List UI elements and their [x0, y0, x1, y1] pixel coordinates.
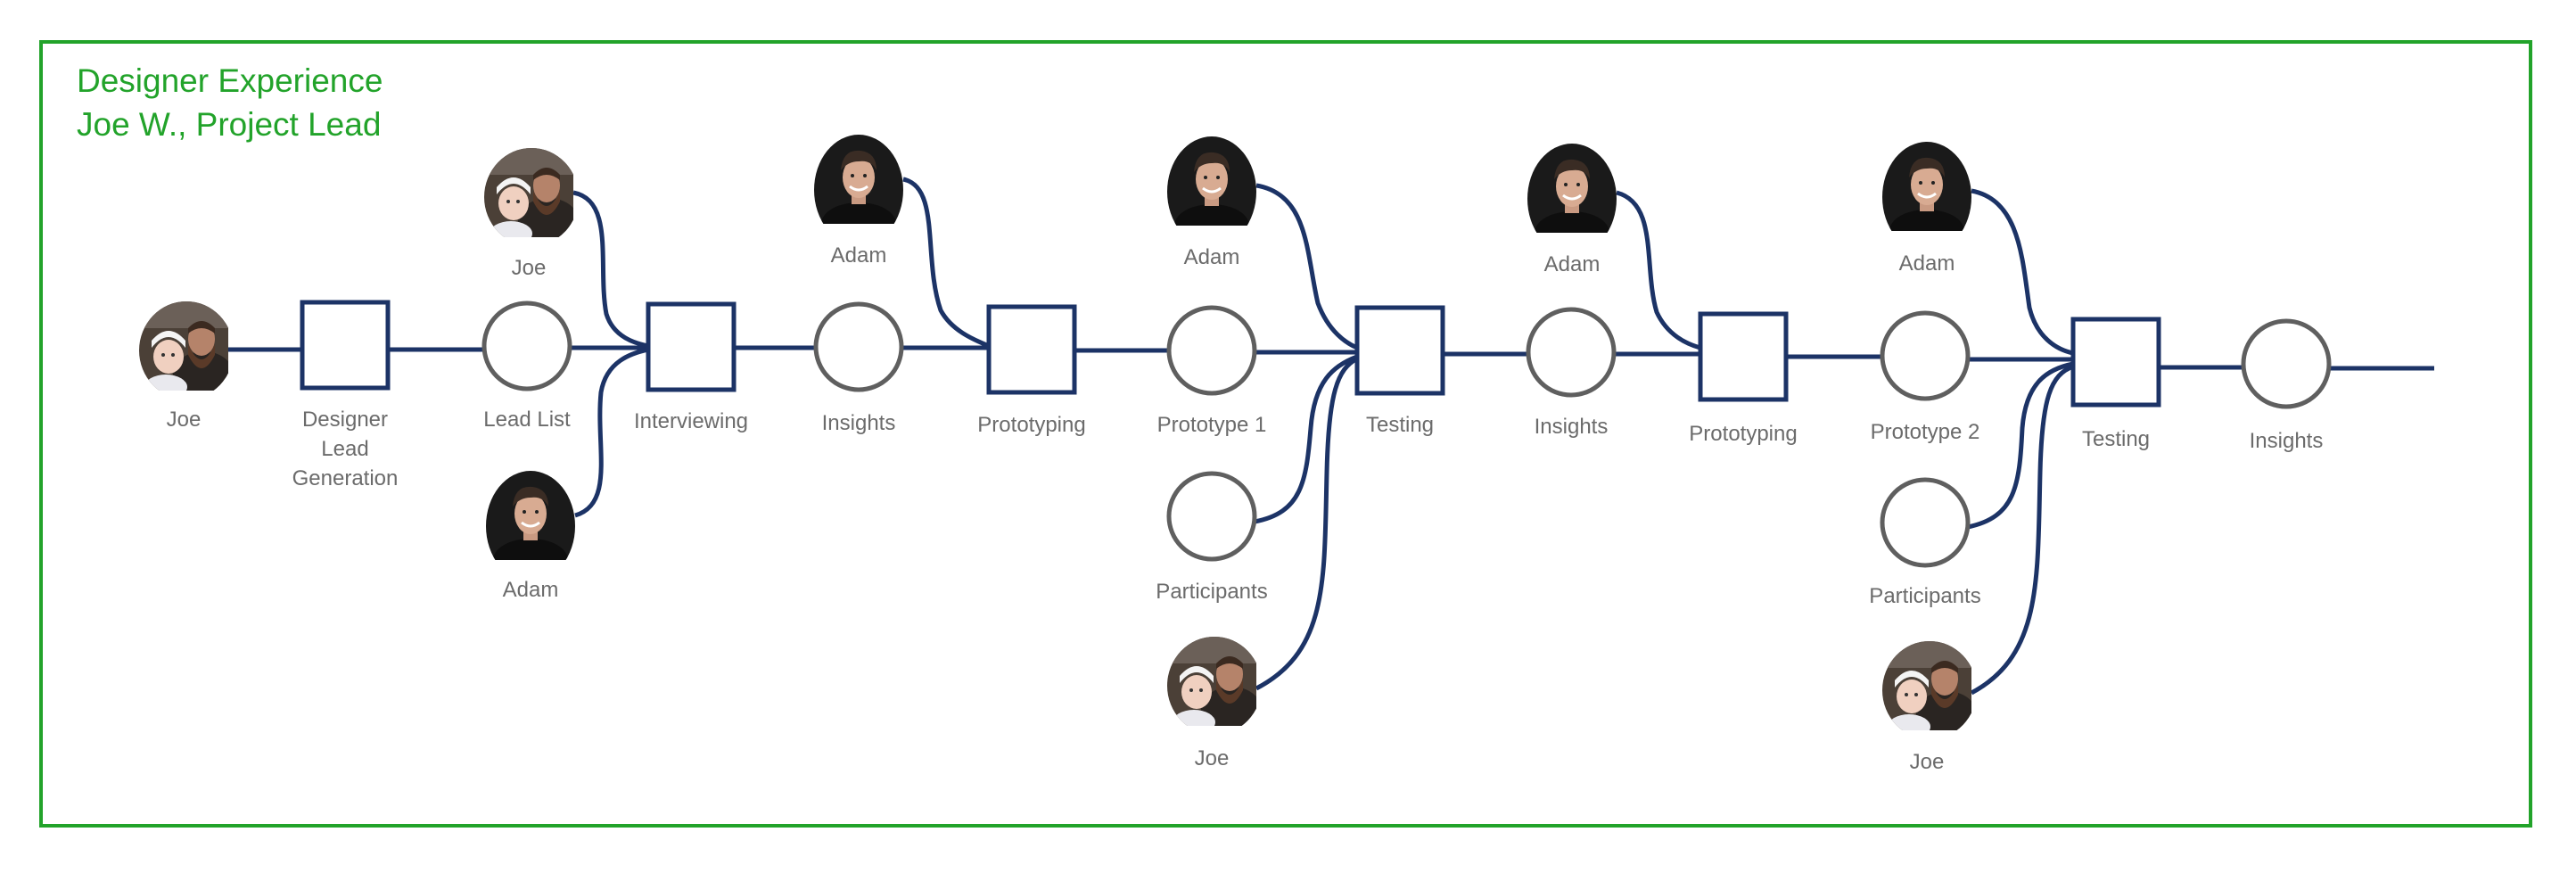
node-label-insights-3: Insights	[2249, 429, 2324, 453]
node-label-adam-test1: Adam	[1183, 245, 1240, 269]
adam-avatar-adam-test1	[1167, 136, 1256, 226]
adam-avatar-adam-interview	[486, 471, 575, 560]
node-label-designer-lead-generation: Designer Lead Generation	[292, 408, 399, 490]
node-label-joe-start: Joe	[166, 408, 202, 432]
adam-avatar-adam-proto2	[1527, 144, 1617, 233]
adam-avatar-adam-proto1	[814, 135, 903, 224]
artifact-node-participants-2	[1880, 477, 1971, 568]
node-label-participants-1: Participants	[1156, 580, 1268, 604]
diagram-subtitle: Joe W., Project Lead	[77, 106, 382, 143]
node-label-prototype-2: Prototype 2	[1870, 420, 1980, 444]
node-label-adam-proto2: Adam	[1543, 252, 1601, 276]
node-label-lead-list: Lead List	[483, 408, 571, 432]
edge-in-adam-proto1	[902, 177, 990, 349]
process-node-prototyping-1	[986, 304, 1077, 395]
diagram-frame	[39, 40, 2532, 828]
node-label-joe-interview: Joe	[511, 256, 547, 280]
artifact-node-prototype-2	[1880, 310, 1971, 401]
artifact-node-participants-1	[1166, 471, 1257, 562]
edge-in-adam-test2	[1971, 188, 2074, 356]
node-label-participants-2: Participants	[1869, 584, 1981, 608]
process-node-testing-1	[1354, 305, 1445, 396]
process-node-designer-lead-generation	[300, 300, 391, 391]
node-label-adam-interview: Adam	[502, 578, 559, 602]
edge-in-joe-int	[572, 190, 649, 349]
edge-in-adam-int	[574, 347, 649, 518]
adam-avatar-adam-test2	[1882, 142, 1971, 231]
node-label-joe-test2: Joe	[1909, 750, 1945, 774]
artifact-node-insights-2	[1526, 307, 1617, 398]
node-label-insights-1: Insights	[821, 411, 896, 435]
artifact-node-insights-3	[2241, 318, 2332, 409]
node-label-interviewing: Interviewing	[633, 409, 749, 433]
node-label-prototyping-2: Prototyping	[1689, 422, 1798, 446]
diagram-title: Designer Experience	[77, 62, 383, 99]
edge-in-adam-proto2	[1616, 190, 1701, 350]
joe-avatar-joe-interview	[484, 148, 573, 237]
process-node-prototyping-2	[1698, 311, 1789, 402]
joe-avatar-joe-test2	[1882, 641, 1971, 730]
node-label-insights-2: Insights	[1534, 415, 1609, 439]
process-node-testing-2	[2070, 317, 2161, 408]
edge-in-joe1-test1	[1255, 356, 1359, 691]
artifact-node-lead-list	[481, 301, 572, 391]
artifact-node-prototype-1	[1166, 305, 1257, 396]
node-label-testing-1: Testing	[1365, 413, 1435, 437]
node-label-testing-2: Testing	[2081, 427, 2151, 451]
edge-in-joe2-test2	[1970, 364, 2074, 696]
edge-in-adam-test1	[1255, 183, 1359, 350]
joe-avatar-joe-test1	[1167, 637, 1256, 726]
node-label-adam-test2: Adam	[1898, 251, 1955, 276]
joe-avatar-joe-start	[139, 301, 228, 391]
edge-in-part1-test1	[1254, 354, 1358, 524]
nodes-layer	[139, 135, 2332, 730]
node-label-joe-test1: Joe	[1194, 746, 1230, 770]
edge-in-part2-test2	[1967, 361, 2074, 530]
edges-layer	[228, 177, 2434, 696]
node-label-adam-proto1: Adam	[830, 243, 887, 268]
artifact-node-insights-1	[813, 301, 904, 392]
node-label-prototype-1: Prototype 1	[1156, 413, 1267, 437]
node-label-prototyping-1: Prototyping	[977, 413, 1086, 437]
process-node-interviewing	[646, 301, 737, 392]
